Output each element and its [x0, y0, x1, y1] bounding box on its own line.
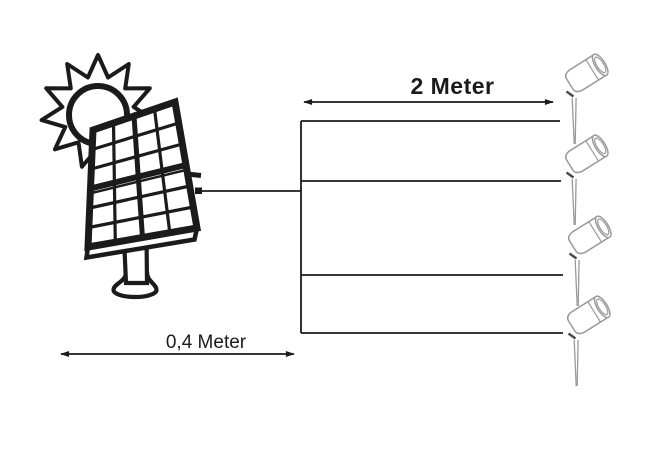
spotlight-2 [562, 131, 613, 227]
top-distance-label: 2 Meter [410, 73, 495, 99]
wiring [195, 120, 563, 334]
spotlight-3 [565, 212, 616, 308]
bottom-distance-label: 0,4 Meter [165, 332, 247, 353]
solar-panel-icon [83, 97, 202, 261]
panel-connector-stub [186, 171, 202, 178]
spotlight-4 [564, 292, 615, 388]
spotlight-1 [562, 50, 613, 146]
wire-connector [195, 187, 202, 194]
